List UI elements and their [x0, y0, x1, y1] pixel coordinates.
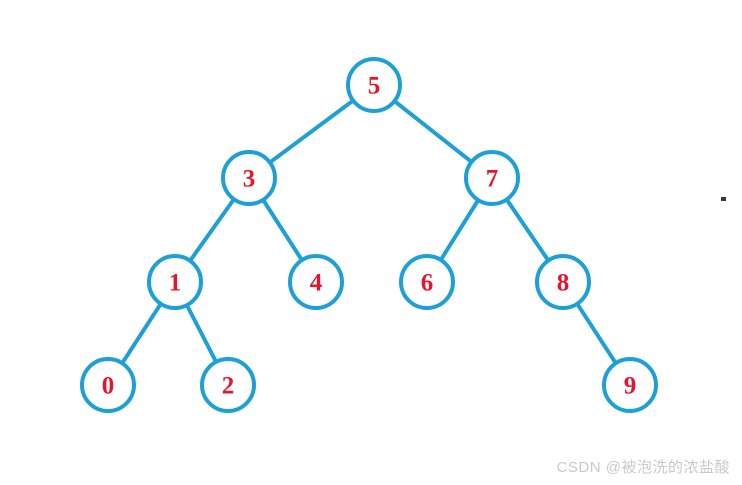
node-circle [147, 254, 203, 310]
node-circle [399, 254, 455, 310]
tree-edge [267, 97, 356, 166]
tree-edge [391, 98, 475, 165]
node-label: 0 [102, 373, 115, 400]
node-circle [535, 254, 591, 310]
edges-group [119, 97, 619, 367]
nodes-group: 5 3 7 1 4 6 8 0 2 9 [80, 57, 658, 413]
tree-edge [187, 196, 237, 264]
tree-edge [574, 300, 619, 367]
tree-node[interactable]: 3 [221, 150, 277, 206]
node-circle [221, 150, 277, 206]
tree-node[interactable]: 1 [147, 254, 203, 310]
node-circle [464, 150, 520, 206]
tree-edge [260, 197, 305, 263]
tree-node[interactable]: 7 [464, 150, 520, 206]
node-circle [200, 357, 256, 413]
node-circle [602, 357, 658, 413]
node-label: 4 [310, 270, 323, 297]
node-label: 6 [421, 270, 434, 297]
tree-node[interactable]: 4 [288, 254, 344, 310]
node-circle [346, 57, 402, 113]
tree-node[interactable]: 2 [200, 357, 256, 413]
node-label: 2 [222, 373, 235, 400]
tree-node[interactable]: 5 [346, 57, 402, 113]
node-label: 7 [486, 166, 499, 193]
node-circle [80, 357, 136, 413]
watermark-text: CSDN @被泡洗的浓盐酸 [556, 459, 730, 476]
node-label: 3 [243, 166, 256, 193]
node-label: 8 [557, 270, 570, 297]
tree-node[interactable]: 8 [535, 254, 591, 310]
tree-edge [438, 197, 481, 263]
tree-edge [504, 196, 551, 264]
tree-node[interactable]: 6 [399, 254, 455, 310]
tree-edge [119, 300, 164, 367]
node-label: 5 [368, 73, 381, 100]
node-label: 1 [169, 270, 182, 297]
node-circle [288, 254, 344, 310]
tree-node[interactable]: 0 [80, 357, 136, 413]
stray-artifact-mark [721, 197, 726, 201]
tree-edge [184, 302, 219, 365]
node-label: 9 [624, 373, 637, 400]
tree-node[interactable]: 9 [602, 357, 658, 413]
